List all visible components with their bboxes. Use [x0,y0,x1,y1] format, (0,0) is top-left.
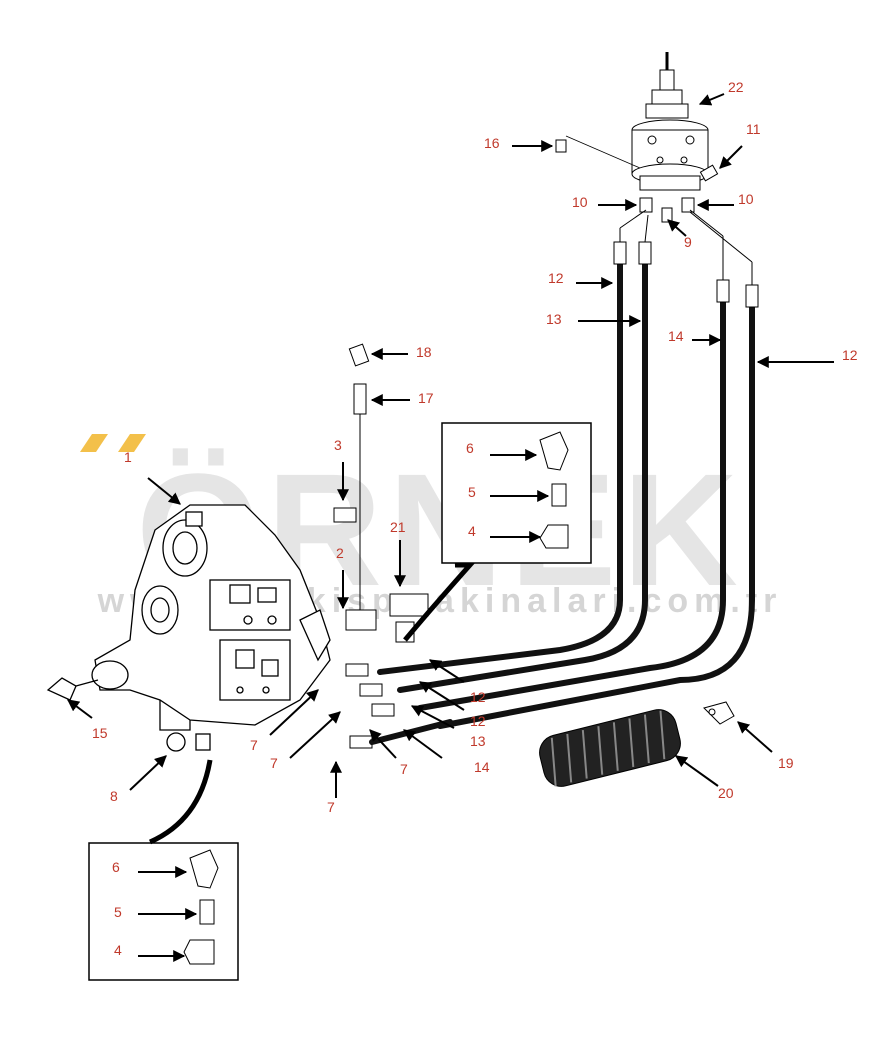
callout-4-inset-top: 4 [468,523,476,539]
leader-arrows [67,93,834,962]
callout-10-left: 10 [572,194,588,210]
callout-7-c: 7 [400,761,408,777]
watermark-accent-icon [118,434,146,452]
callout-14-lower: 14 [474,759,490,775]
callout-12-lower-a: 12 [470,689,486,705]
callout-9: 9 [684,234,692,250]
callout-20: 20 [718,785,734,801]
callout-18: 18 [416,344,432,360]
valve-body [46,504,331,752]
callout-12-upper-left: 12 [548,270,564,286]
callout-1: 1 [124,449,132,465]
callout-10-right: 10 [738,191,754,207]
callout-12-upper-right: 12 [842,347,858,363]
steering-unit [555,52,719,223]
callout-12-lower-b: 12 [470,713,486,729]
inset-box-bottom [88,759,239,981]
callout-7-b: 7 [270,755,278,771]
callout-15: 15 [92,725,108,741]
callout-8: 8 [110,788,118,804]
callout-labels: 22 16 11 10 10 9 12 13 14 12 18 17 3 1 2… [92,79,858,958]
inset-box-top [403,422,592,642]
callout-17: 17 [418,390,434,406]
callout-5-inset-bottom: 5 [114,904,122,920]
callout-6-inset-bottom: 6 [112,859,120,875]
callout-13-lower: 13 [470,733,486,749]
callout-21: 21 [390,519,406,535]
callout-6-inset-top: 6 [466,440,474,456]
callout-22: 22 [728,79,744,95]
callout-13-upper: 13 [546,311,562,327]
hose-clamp [703,701,735,725]
callout-11: 11 [746,121,761,137]
callout-2: 2 [336,545,344,561]
protective-sleeve [539,709,681,787]
callout-3: 3 [334,437,342,453]
upper-hoses [377,209,759,729]
callout-7-d: 7 [327,799,335,815]
watermark-accent-icon [80,434,108,452]
callout-16: 16 [484,135,500,151]
callout-19: 19 [778,755,794,771]
callout-7-a: 7 [250,737,258,753]
callout-14-upper: 14 [668,328,684,344]
switch-fittings [333,343,429,643]
callout-5-inset-top: 5 [468,484,476,500]
callout-4-inset-bottom: 4 [114,942,122,958]
